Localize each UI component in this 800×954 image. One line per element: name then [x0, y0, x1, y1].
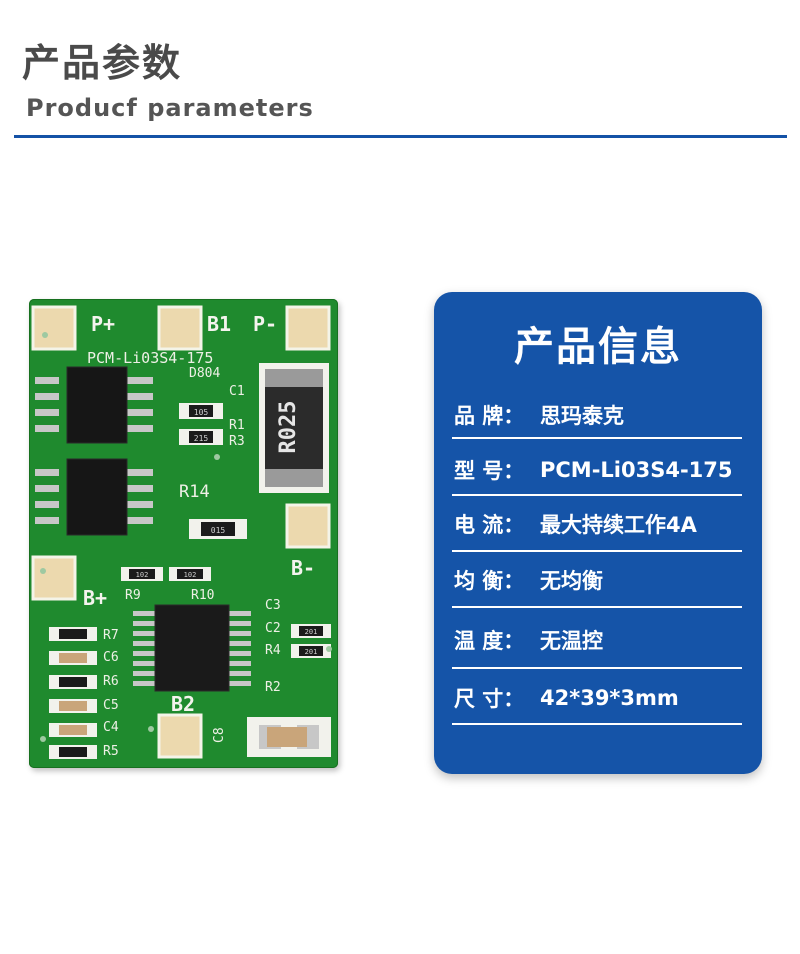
silk-label: R2: [265, 680, 281, 695]
spec-value: PCM-Li03S4-175: [540, 457, 733, 482]
svg-text:015: 015: [211, 526, 226, 535]
vias: [40, 332, 332, 742]
pad-b-minus: [285, 503, 331, 549]
spec-label: 尺 寸：: [454, 686, 525, 711]
pad-b-plus: [31, 555, 77, 601]
pad-b2: [157, 713, 203, 759]
pad-label: B1: [207, 312, 231, 336]
pcb-board-image: P+ B1 P- B- B+ B2 PCM-Li03S4-175 D804 C1…: [29, 299, 338, 768]
protection-ic: [133, 604, 251, 692]
spec-label: 型 号：: [454, 458, 525, 483]
spec-row-model: 型 号： PCM-Li03S4-175: [454, 442, 742, 497]
pad-label: B2: [171, 692, 195, 716]
passive-column: [49, 627, 97, 759]
silk-label: C3: [265, 598, 281, 613]
smd-part: 105: [179, 403, 223, 419]
spec-label: 品 牌：: [454, 403, 525, 428]
smd-part: 201: [291, 624, 331, 638]
spec-divider: [452, 606, 742, 608]
silk-label: R3: [229, 434, 245, 449]
smd-part: 015: [189, 519, 247, 539]
spec-value: 思玛泰克: [540, 403, 624, 428]
pad-label: P+: [91, 312, 115, 336]
silk-label: R4: [265, 643, 281, 658]
spec-row-temperature: 温 度： 无温控: [454, 612, 742, 667]
spec-row-brand: 品 牌： 思玛泰克: [454, 387, 742, 442]
spec-label: 均 衡：: [454, 568, 525, 593]
silk-label: R5: [103, 744, 119, 759]
pad-p-plus: [31, 305, 77, 351]
silk-label: R1: [229, 418, 245, 433]
spec-row-current: 电 流： 最大持续工作4A: [454, 496, 742, 551]
spec-row-size: 尺 寸： 42*39*3mm: [454, 670, 742, 725]
resistor-marking: R025: [276, 401, 301, 454]
spec-label: 温 度：: [454, 628, 525, 653]
svg-text:201: 201: [305, 648, 318, 656]
smd-part: 102: [121, 567, 163, 581]
silk-label: C4: [103, 720, 119, 735]
pad-label: P-: [253, 312, 277, 336]
silk-label: R9: [125, 588, 141, 603]
smd-part: 201: [291, 644, 331, 658]
silk-label: C6: [103, 650, 119, 665]
pad-p-minus: [285, 305, 331, 351]
section-title: 产品参数: [22, 41, 183, 85]
pad-label: B-: [291, 556, 315, 580]
smd-part: 215: [179, 429, 223, 445]
spec-divider: [452, 550, 742, 552]
spec-divider: [452, 494, 742, 496]
svg-text:105: 105: [194, 408, 209, 417]
silk-label: R7: [103, 628, 119, 643]
header-divider: [14, 135, 787, 138]
mosfet-chip-2: [35, 458, 153, 536]
spec-divider: [452, 667, 742, 669]
svg-text:215: 215: [194, 434, 209, 443]
card-title: 产品信息: [514, 324, 682, 370]
mosfet-chip-1: [35, 366, 153, 444]
spec-value: 最大持续工作4A: [540, 512, 697, 537]
silk-label: R6: [103, 674, 119, 689]
pcb-board-drawing: P+ B1 P- B- B+ B2 PCM-Li03S4-175 D804 C1…: [31, 305, 332, 759]
spec-divider: [452, 723, 742, 725]
board-model-text: PCM-Li03S4-175: [87, 349, 213, 367]
svg-text:102: 102: [136, 571, 149, 579]
smd-part: 102: [169, 567, 211, 581]
sense-resistor: R025: [259, 363, 329, 493]
spec-row-balance: 均 衡： 无均衡: [454, 552, 742, 607]
silk-label: D804: [189, 366, 220, 381]
spec-value: 无均衡: [540, 568, 603, 593]
spec-value: 42*39*3mm: [540, 685, 679, 710]
pad-b1: [157, 305, 203, 351]
silk-label: C5: [103, 698, 119, 713]
product-info-card: 产品信息 品 牌： 思玛泰克 型 号： PCM-Li03S4-175 电 流： …: [434, 292, 762, 774]
spec-label: 电 流：: [454, 512, 525, 537]
spec-value: 无温控: [540, 628, 603, 653]
silk-label: C2: [265, 621, 281, 636]
spec-divider: [452, 437, 742, 439]
section-subtitle: Producf parameters: [26, 94, 314, 122]
svg-text:102: 102: [184, 571, 197, 579]
silk-label: R10: [191, 588, 214, 603]
silk-label: R14: [179, 482, 210, 502]
pad-label: B+: [83, 586, 107, 610]
silk-label: C1: [229, 384, 245, 399]
silk-label: C8: [212, 727, 227, 743]
svg-text:201: 201: [305, 628, 318, 636]
capacitor-c8: [247, 717, 331, 757]
